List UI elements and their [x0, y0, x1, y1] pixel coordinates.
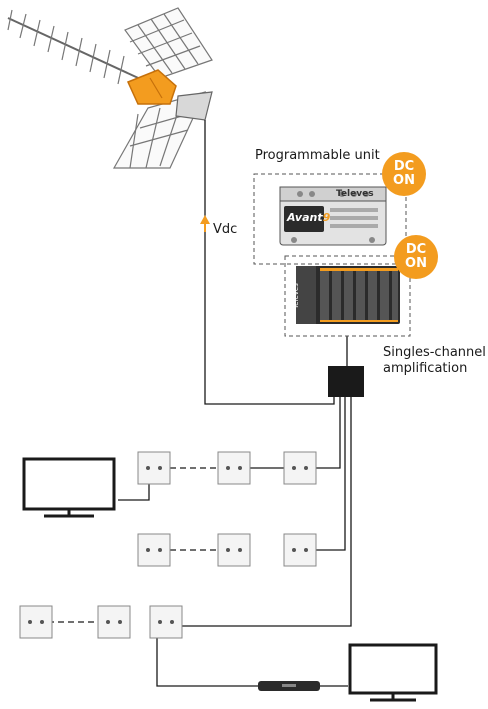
coax-cables [118, 120, 352, 687]
programmable-brand-label: Televes [336, 189, 374, 199]
programmable-model-name: Avant [287, 211, 323, 224]
tv-icon-2 [348, 643, 438, 702]
wall-outlet-icon [19, 451, 317, 639]
dc-on-badge-2-line1: DC [405, 242, 427, 257]
programmable-unit-label: Programmable unit [255, 148, 380, 163]
dc-on-badge-2-line2: ON [405, 256, 427, 271]
tv-icon [22, 457, 116, 518]
antenna-icon [7, 7, 213, 169]
arrow-up-icon [200, 215, 210, 232]
amplifier-brand-label: Televes [291, 283, 300, 309]
dc-on-badge-1: DC ON [382, 152, 426, 196]
outlet-sockets [28, 466, 308, 624]
dc-on-badge-2: DC ON [394, 235, 438, 279]
singles-channel-label-line1: Singles-channel [383, 345, 486, 360]
splitter [328, 366, 364, 397]
amplifier-frame [284, 255, 411, 337]
singles-channel-label-line2: amplification [383, 361, 468, 376]
programmable-model-number: 9 [322, 211, 331, 224]
dc-on-badge-1-line2: ON [393, 173, 415, 188]
dashed-links [48, 467, 218, 623]
programmable-unit-frame [253, 173, 407, 265]
programmable-unit-device [279, 186, 387, 246]
vdc-label: Vdc [213, 222, 238, 237]
amplifier-device [296, 266, 400, 324]
programmable-model-label: Avant9 [287, 210, 330, 226]
set-top-box-icon [258, 681, 320, 691]
dc-on-badge-1-line1: DC [393, 159, 415, 174]
